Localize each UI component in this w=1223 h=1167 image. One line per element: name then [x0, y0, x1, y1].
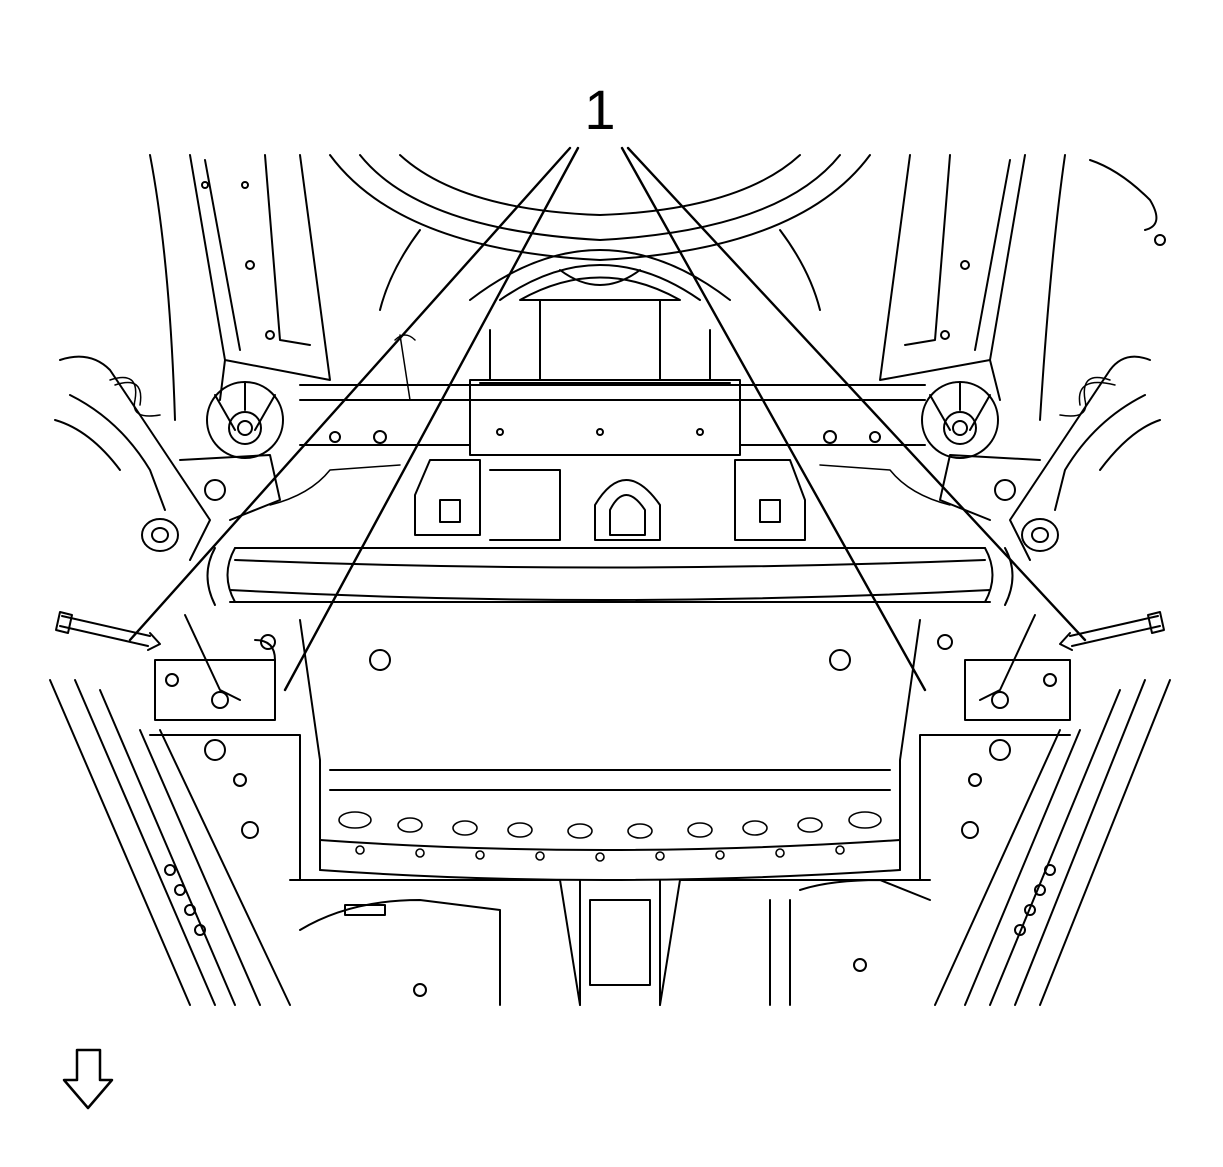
right-frame-rail-upper — [879, 154, 1166, 421]
crossmember-bolt-left — [55, 611, 161, 651]
left-lower-mount — [154, 614, 276, 721]
right-lower-mount — [937, 614, 1071, 721]
crossmember-upper-flange — [299, 379, 926, 456]
callout-leader-lines — [128, 146, 1087, 692]
crossmember-mount-brackets — [414, 459, 806, 541]
rear-floor-lower — [299, 619, 921, 881]
left-trailing-arm — [54, 355, 281, 561]
center-floor-tunnel — [289, 879, 931, 1006]
callout-number-1: 1 — [584, 78, 616, 141]
crossmember-bolt-right — [1059, 611, 1165, 651]
brake-lines — [109, 334, 1116, 506]
right-rocker-panel — [919, 679, 1171, 1006]
rear-floor-pan-upper — [329, 154, 871, 381]
rear-cross-panel-holes — [338, 811, 882, 862]
left-rocker-panel — [49, 679, 301, 1006]
rear-axle-beam — [206, 547, 1014, 606]
left-frame-rail-upper — [149, 154, 331, 421]
right-trailing-arm — [939, 355, 1161, 561]
left-spring-seat — [206, 381, 284, 459]
arrow-down-outline-icon — [62, 1048, 114, 1110]
right-spring-seat — [921, 381, 999, 459]
